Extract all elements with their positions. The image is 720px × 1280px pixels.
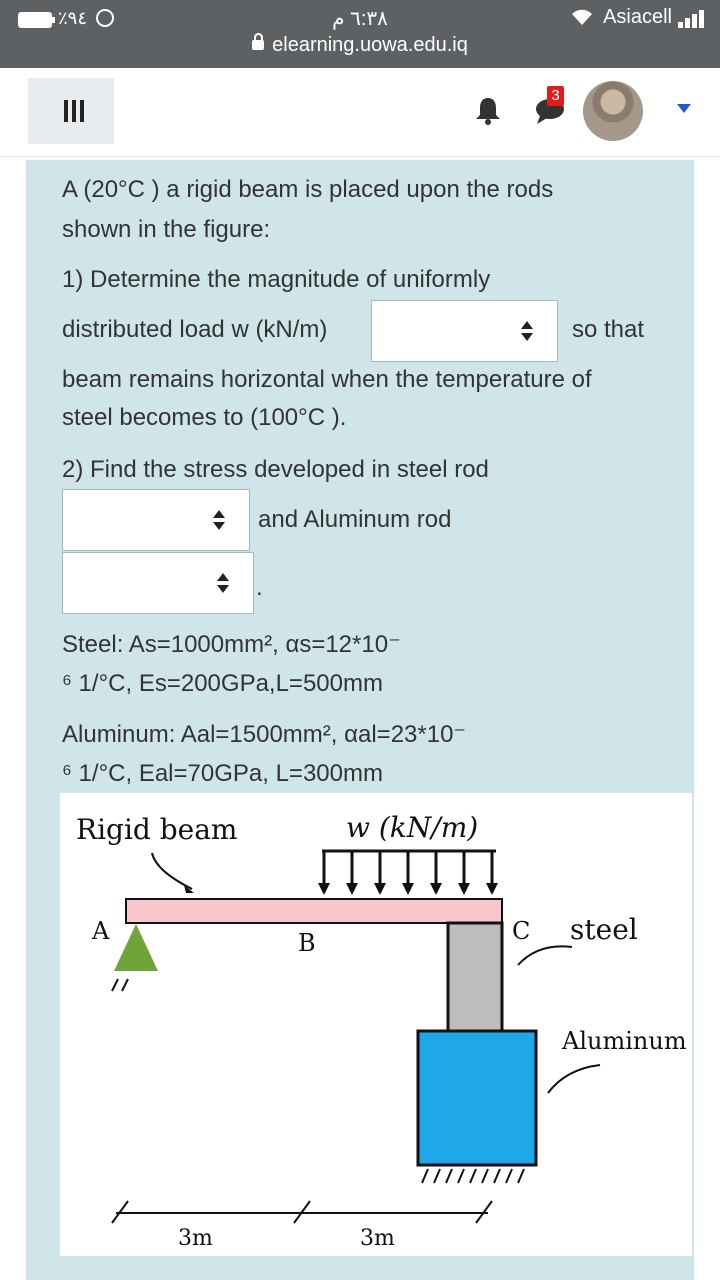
- point-a-label: A: [91, 917, 110, 945]
- question-text-line: beam remains horizontal when the tempera…: [62, 366, 592, 393]
- carrier-name: Asiacell: [603, 6, 672, 28]
- menu-button[interactable]: [28, 78, 114, 144]
- ground-hatch-c: [421, 1168, 525, 1184]
- dimension-bc-label: 3m: [360, 1226, 395, 1251]
- w-load-select[interactable]: [371, 300, 558, 362]
- pointer-arrowhead: [184, 885, 194, 893]
- question-text-line: and Aluminum rod: [258, 506, 452, 533]
- battery-icon: [18, 12, 55, 28]
- beam-figure: Rigid beam w (kN/m): [60, 793, 692, 1256]
- signal-icon: [678, 10, 706, 28]
- steel-properties-line1: Steel: As=1000mm², αs=12*10⁻: [62, 631, 401, 658]
- url-bar[interactable]: elearning.uowa.edu.iq: [0, 33, 720, 57]
- question-text-line: 1) Determine the magnitude of uniformly: [62, 266, 491, 293]
- rigid-beam: [125, 898, 503, 924]
- dimension-ab-label: 3m: [178, 1226, 213, 1251]
- status-row: ٪٩٤ ٦:٣٨ م Asiacell: [0, 6, 720, 32]
- rigid-beam-label: Rigid beam: [76, 813, 237, 846]
- steel-stress-select[interactable]: [62, 489, 250, 551]
- beam-diagram: Rigid beam w (kN/m): [76, 811, 687, 1251]
- bell-icon[interactable]: [474, 96, 502, 126]
- clock: ٦:٣٨ م: [332, 8, 388, 30]
- steel-pointer: [517, 945, 573, 966]
- avatar[interactable]: [583, 81, 643, 141]
- chevron-down-icon[interactable]: [677, 104, 691, 113]
- url-text: elearning.uowa.edu.iq: [272, 34, 468, 56]
- select-arrows-icon: [217, 573, 229, 593]
- select-arrows-icon: [213, 510, 225, 530]
- status-bar: ٪٩٤ ٦:٣٨ م Asiacell elearning.uowa.edu.i…: [0, 0, 720, 68]
- question-text-line: distributed load w (kN/m): [62, 316, 328, 343]
- aluminum-label: Aluminum: [561, 1027, 687, 1055]
- ground-hatch-a: [111, 978, 129, 992]
- steel-label: steel: [570, 913, 638, 946]
- distributed-load-arrows: [318, 849, 498, 895]
- question-text-line: shown in the figure:: [62, 216, 271, 243]
- point-c-label: C: [512, 917, 530, 945]
- notification-badge: 3: [547, 86, 564, 106]
- aluminum-stress-select[interactable]: [62, 552, 254, 614]
- select-arrows-icon: [521, 321, 533, 341]
- load-label: w (kN/m): [346, 811, 478, 844]
- question-text-line: steel becomes to (100°C ).: [62, 404, 347, 431]
- point-b-label: B: [298, 929, 316, 957]
- steel-properties-line2: ⁶ 1/°C, Es=200GPa,L=500mm: [62, 670, 383, 697]
- padlock-icon: [252, 33, 265, 50]
- rotation-lock-icon: [96, 9, 114, 27]
- aluminum-pointer: [547, 1064, 601, 1094]
- aluminum-properties-line1: Aluminum: Aal=1500mm², αal=23*10⁻: [62, 721, 467, 748]
- battery-percent: ٪٩٤: [58, 8, 88, 28]
- dimension-line: [111, 1200, 493, 1224]
- question-text-line: 2) Find the stress developed in steel ro…: [62, 456, 489, 483]
- rigid-beam-pointer: [151, 852, 193, 890]
- top-navbar: 3: [0, 68, 720, 157]
- question-text-line: so that: [572, 316, 645, 343]
- question-text-line: A (20°C ) a rigid beam is placed upon th…: [62, 176, 554, 203]
- wifi-icon: [570, 8, 594, 31]
- question-period: .: [256, 574, 263, 601]
- aluminum-rod: [416, 1029, 538, 1167]
- pin-support-icon: [114, 924, 158, 971]
- steel-rod: [446, 921, 504, 1033]
- aluminum-properties-line2: ⁶ 1/°C, Eal=70GPa, L=300mm: [62, 760, 383, 787]
